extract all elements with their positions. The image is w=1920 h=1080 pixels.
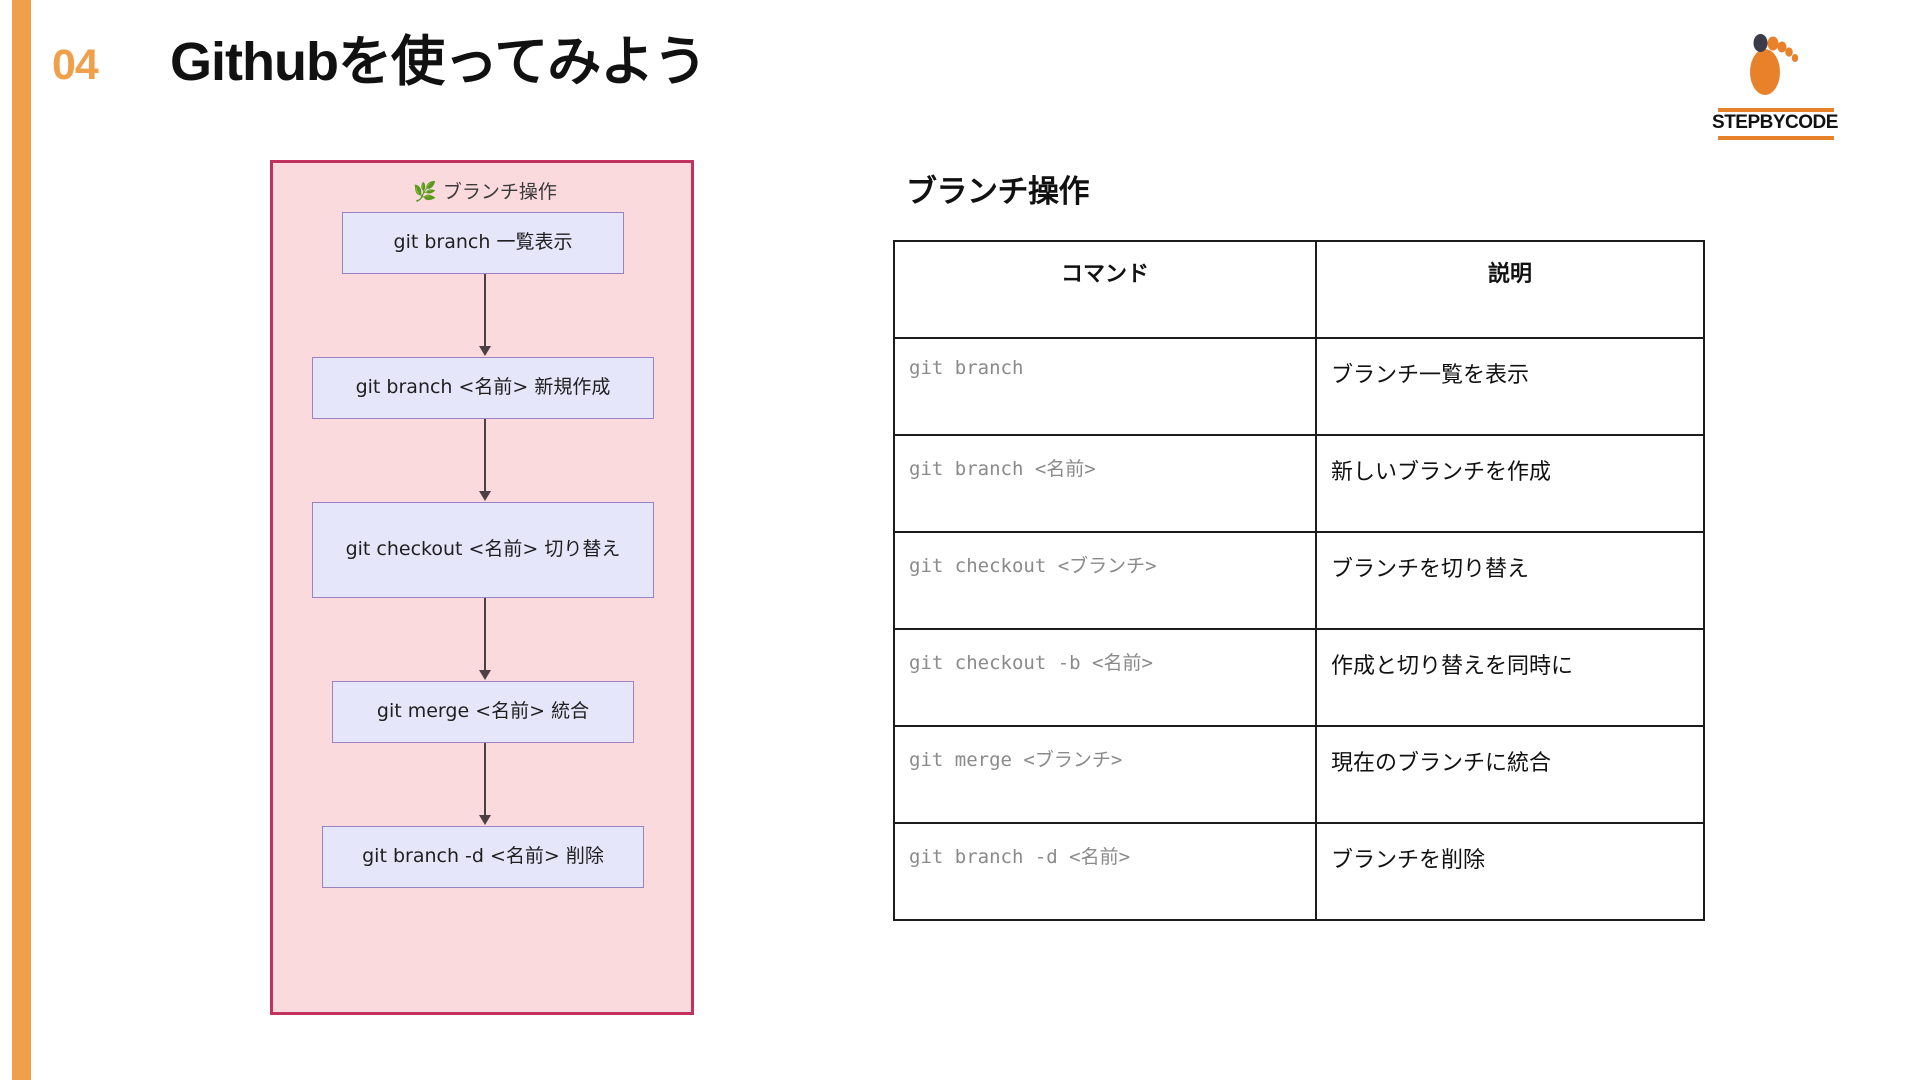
cell-command: git checkout <ブランチ> <box>893 531 1317 630</box>
cell-command: git merge <ブランチ> <box>893 725 1317 824</box>
flow-step-3-label: git checkout <名前> 切り替え <box>345 538 621 561</box>
cell-command: git checkout -b <名前> <box>893 628 1317 727</box>
flow-step-4[interactable]: git merge <名前> 統合 <box>332 681 634 743</box>
footprint-icon <box>1738 28 1808 100</box>
flowchart-title-label: ブランチ操作 <box>442 181 557 203</box>
cell-description: ブランチを削除 <box>1315 822 1705 921</box>
left-accent-bar <box>12 0 31 1080</box>
flow-step-1[interactable]: git branch 一覧表示 <box>342 212 624 274</box>
flow-step-2-label: git branch <名前> 新規作成 <box>355 376 611 399</box>
table-row: git checkout -b <名前> 作成と切り替えを同時に <box>893 628 1705 727</box>
column-header-description: 説明 <box>1315 240 1705 339</box>
cell-description: 現在のブランチに統合 <box>1315 725 1705 824</box>
cell-command: git branch <名前> <box>893 434 1317 533</box>
table-header-row: コマンド 説明 <box>893 240 1705 339</box>
page-title: Githubを使ってみよう <box>170 32 707 92</box>
logo-wordmark: STEPBYCODE <box>1712 112 1838 133</box>
flow-step-5-label: git branch -d <名前> 削除 <box>362 845 604 868</box>
flow-arrow-1 <box>479 274 491 356</box>
table-heading: ブランチ操作 <box>906 174 1090 209</box>
flow-arrow-2 <box>479 419 491 501</box>
flowchart-title: 🌿ブランチ操作 <box>273 177 697 204</box>
cell-command: git branch -d <名前> <box>893 822 1317 921</box>
cell-description: 作成と切り替えを同時に <box>1315 628 1705 727</box>
flow-step-3[interactable]: git checkout <名前> 切り替え <box>312 502 654 598</box>
branch-command-table: コマンド 説明 git branch ブランチ一覧を表示 git branch … <box>893 240 1705 921</box>
flow-step-1-label: git branch 一覧表示 <box>393 231 573 254</box>
slide-number: 04 <box>52 41 99 89</box>
cell-description: ブランチ一覧を表示 <box>1315 337 1705 436</box>
column-header-command: コマンド <box>893 240 1317 339</box>
cell-command: git branch <box>893 337 1317 436</box>
branch-flowchart-panel: 🌿ブランチ操作 git branch 一覧表示 git branch <名前> … <box>270 160 694 1015</box>
flow-arrow-3 <box>479 598 491 680</box>
logo-rule-bottom <box>1718 136 1834 140</box>
table-row: git merge <ブランチ> 現在のブランチに統合 <box>893 725 1705 824</box>
table-row: git branch <名前> 新しいブランチを作成 <box>893 434 1705 533</box>
logo-rule-top <box>1718 108 1834 112</box>
flow-step-4-label: git merge <名前> 統合 <box>376 700 590 723</box>
cell-description: 新しいブランチを作成 <box>1315 434 1705 533</box>
flow-step-2[interactable]: git branch <名前> 新規作成 <box>312 357 654 419</box>
table-row: git branch -d <名前> ブランチを削除 <box>893 822 1705 921</box>
flow-arrow-4 <box>479 743 491 825</box>
herb-icon: 🌿 <box>413 181 437 203</box>
table-row: git checkout <ブランチ> ブランチを切り替え <box>893 531 1705 630</box>
cell-description: ブランチを切り替え <box>1315 531 1705 630</box>
brand-logo: STEPBYCODE <box>1700 28 1850 140</box>
table-row: git branch ブランチ一覧を表示 <box>893 337 1705 436</box>
flow-step-5[interactable]: git branch -d <名前> 削除 <box>322 826 644 888</box>
